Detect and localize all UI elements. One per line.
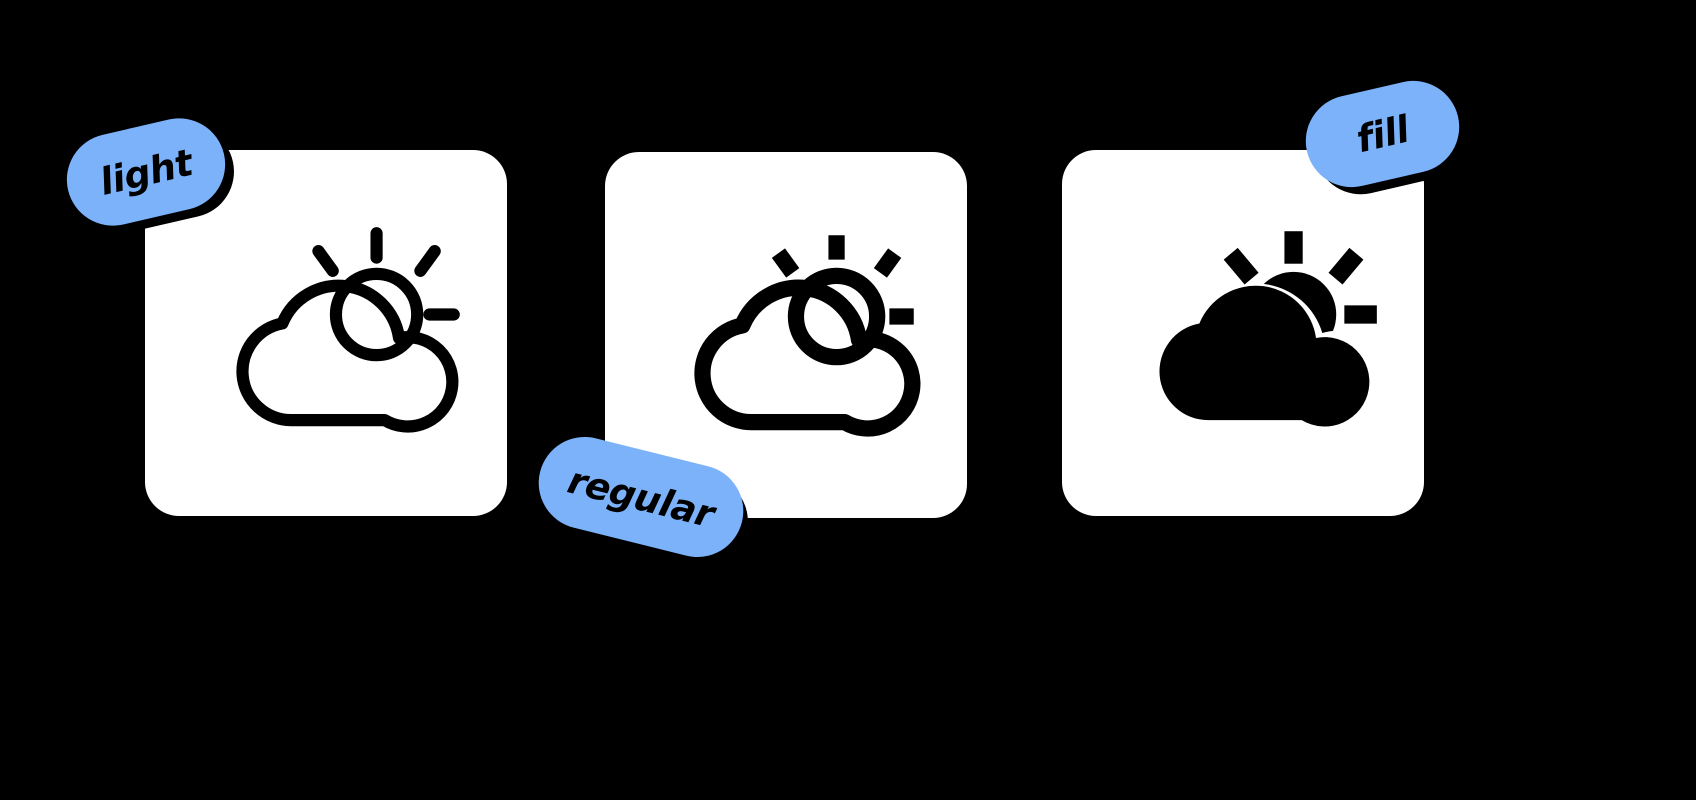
icon-card-fill[interactable] [1062, 150, 1424, 516]
icon-card-light[interactable] [145, 150, 507, 516]
badge-regular-label: regular [563, 458, 719, 536]
badge-light-label: light [95, 140, 197, 204]
cloud-sun-icon-regular [670, 219, 930, 479]
cloud-sun-icon-light [210, 217, 470, 477]
cloud-sun-icon-fill [1127, 217, 1387, 477]
badge-fill-label: fill [1352, 107, 1413, 161]
